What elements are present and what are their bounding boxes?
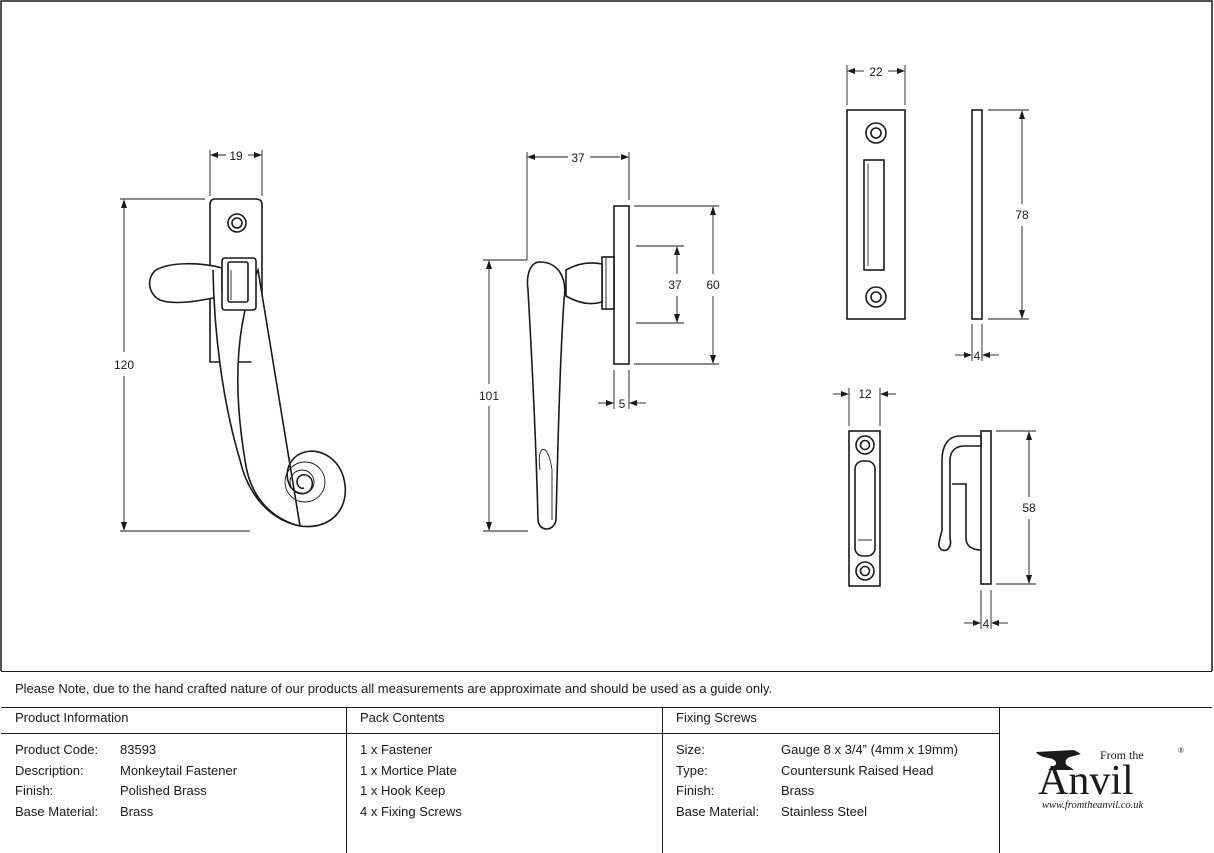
pack-item: 4 x Fixing Screws (360, 803, 462, 819)
dim-fastener-width: 19 (209, 149, 263, 196)
product-info-row: Base Material:Brass (15, 803, 154, 819)
logo-registered-mark: ® (1178, 746, 1184, 755)
pack-contents-list: 1 x Fastener 1 x Mortice Plate 1 x Hook … (360, 740, 462, 822)
fixing-screws-title: Fixing Screws (676, 710, 757, 725)
divider-note (1, 707, 1212, 708)
dim-side-plate-height: 60 (634, 205, 720, 365)
fixing-screw-row: Size:Gauge 8 x 3/4” (4mm x 19mm) (676, 742, 958, 757)
sheet-border (0, 0, 1213, 671)
dim-mortice-width: 22 (846, 65, 906, 105)
product-info-row: Finish:Polished Brass (15, 783, 207, 798)
logo-from-the: From the (1100, 748, 1144, 762)
dim-label-keep-height: 58 (1022, 501, 1036, 515)
hook-keep-side (938, 430, 992, 585)
logo-brand: Anvil (1038, 758, 1134, 804)
product-information-rows: Product Code:83593 Description:Monkeytai… (15, 740, 237, 822)
divider-col-3 (999, 707, 1000, 853)
product-info-row: Description:Monkeytail Fastener (15, 762, 238, 778)
dim-label-fastener-width: 19 (229, 149, 243, 163)
dim-label-side-plate-height: 60 (706, 278, 720, 292)
dim-label-side-projection: 37 (571, 151, 585, 165)
dim-label-mortice-height: 78 (1015, 208, 1029, 222)
drawing-area: 19 120 37 101 (0, 0, 1213, 671)
from-the-anvil-logo: From the ® Anvil www.fromtheanvil.co.uk (1036, 746, 1184, 811)
dim-keep-width: 12 (833, 387, 896, 426)
fastener-front-view (148, 198, 347, 528)
divider-headers (1, 733, 999, 734)
divider-col-2 (662, 707, 663, 853)
dim-label-fastener-height: 120 (114, 358, 134, 372)
dim-label-mortice-width: 22 (869, 65, 883, 79)
hook-keep-front (848, 430, 881, 587)
dim-side-height: 101 (479, 259, 528, 532)
dim-side-projection: 37 (526, 151, 630, 260)
logo-url: www.fromtheanvil.co.uk (1042, 800, 1144, 811)
mortice-plate-front (846, 109, 906, 320)
dim-label-mortice-thickness: 4 (974, 349, 981, 363)
fastener-side-view (526, 205, 630, 530)
dim-side-boss-height: 37 (636, 245, 684, 324)
fixing-screws-rows: Size:Gauge 8 x 3/4” (4mm x 19mm) Type:Co… (676, 740, 958, 822)
dim-keep-thickness: 4 (964, 590, 1008, 631)
product-info-row: Product Code:83593 (15, 742, 157, 757)
mortice-plate-side (971, 109, 983, 320)
pack-contents-title: Pack Contents (360, 710, 445, 725)
dim-label-keep-thickness: 4 (983, 617, 990, 631)
dim-mortice-thickness: 4 (955, 324, 999, 363)
dim-mortice-height: 78 (988, 109, 1029, 320)
fixing-screw-row: Type:Countersunk Raised Head (676, 762, 934, 778)
dim-fastener-height: 120 (114, 198, 250, 532)
dim-label-side-plate-thickness: 5 (619, 397, 626, 411)
fixing-screw-row: Base Material:Stainless Steel (676, 803, 867, 819)
measurement-note: Please Note, due to the hand crafted nat… (15, 681, 773, 696)
dim-label-side-boss-height: 37 (668, 278, 682, 292)
divider-col-1 (346, 707, 347, 853)
product-information-title: Product Information (15, 710, 129, 725)
pack-item: 1 x Mortice Plate (360, 762, 457, 778)
anvil-icon (1036, 750, 1081, 770)
dim-side-plate-thickness: 5 (598, 370, 646, 411)
dim-label-side-height: 101 (479, 389, 499, 403)
pack-item: 1 x Fastener (360, 742, 433, 757)
pack-item: 1 x Hook Keep (360, 783, 446, 798)
dim-keep-height: 58 (996, 430, 1036, 585)
dim-label-keep-width: 12 (858, 387, 872, 401)
fixing-screw-row: Finish:Brass (676, 783, 815, 798)
info-panel: Please Note, due to the hand crafted nat… (1, 671, 1212, 853)
